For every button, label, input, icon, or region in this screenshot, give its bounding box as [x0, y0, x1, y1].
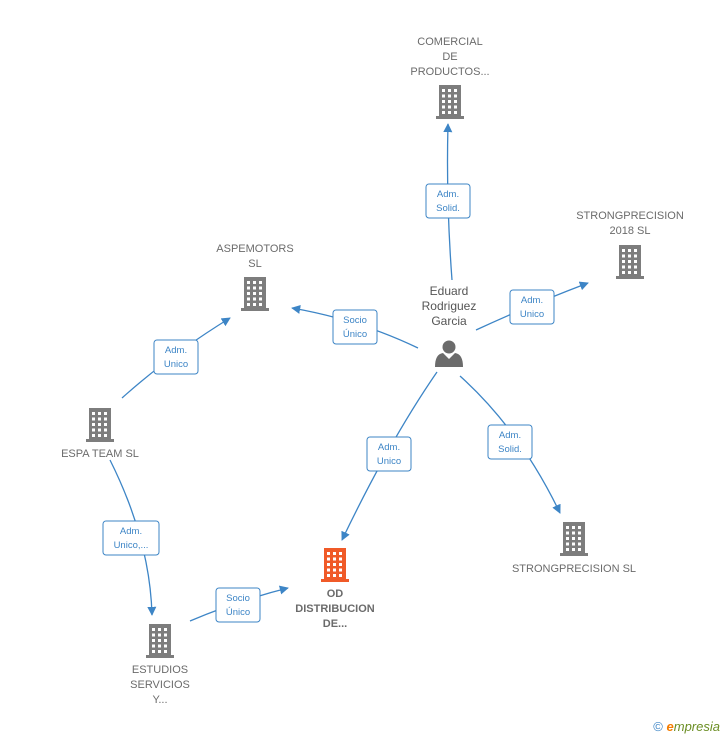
- node-label: ESPA TEAM SL: [61, 448, 139, 460]
- edge-label-box: [102, 520, 160, 556]
- node-label: Y...: [152, 694, 167, 706]
- edge-label-text: Unico,...: [114, 540, 149, 551]
- node-espa[interactable]: ESPA TEAM SL: [61, 408, 139, 460]
- node-label: Rodriguez: [422, 299, 477, 313]
- building-icon: [616, 245, 644, 279]
- edge-label-text: Socio: [226, 593, 250, 604]
- edge-label-e1[interactable]: Adm. Solid.: [425, 183, 471, 219]
- edge-label-text: Único: [343, 329, 367, 340]
- edge-label-e6[interactable]: Adm. Unico: [366, 436, 412, 472]
- node-od[interactable]: OD DISTRIBUCION DE...: [295, 548, 375, 630]
- person-icon: [435, 340, 463, 367]
- edge-label-text: Único: [226, 607, 250, 618]
- footer-brand: © empresia: [653, 719, 720, 734]
- edge-label-e5[interactable]: Adm. Solid.: [487, 424, 533, 460]
- node-label: SL: [248, 258, 261, 270]
- edge-label-text: Adm.: [437, 189, 459, 200]
- edge-label-text: Socio: [343, 315, 367, 326]
- building-icon: [241, 277, 269, 311]
- edge-label-text: Unico: [520, 309, 544, 320]
- edge-label-text: Adm.: [120, 526, 142, 537]
- edge-label-e7[interactable]: Adm. Unico,...: [102, 520, 160, 556]
- copyright-icon: ©: [653, 719, 663, 734]
- node-strong2018[interactable]: STRONGPRECISION 2018 SL: [576, 210, 684, 279]
- brand-logo: empresia: [666, 719, 720, 734]
- edge-label-box: [153, 339, 199, 375]
- building-icon: [86, 408, 114, 442]
- building-icon: [560, 522, 588, 556]
- edge-label-e4[interactable]: Adm. Unico: [153, 339, 199, 375]
- node-label: 2018 SL: [610, 225, 651, 237]
- node-label: ESTUDIOS: [132, 664, 188, 676]
- node-label: STRONGPRECISION: [576, 210, 684, 222]
- node-label: OD: [327, 588, 344, 600]
- node-aspemotors[interactable]: ASPEMOTORS SL: [216, 243, 294, 311]
- edge-label-text: Adm.: [165, 345, 187, 356]
- node-comercial[interactable]: COMERCIAL DE PRODUCTOS...: [410, 36, 490, 119]
- node-label: DE: [442, 51, 457, 63]
- node-estudios[interactable]: ESTUDIOS SERVICIOS Y...: [130, 624, 190, 706]
- edge-label-box: [366, 436, 412, 472]
- edge-label-text: Unico: [164, 359, 188, 370]
- node-label: DE...: [323, 618, 347, 630]
- edge-label-e2[interactable]: Adm. Unico: [509, 289, 555, 325]
- node-label: DISTRIBUCION: [295, 603, 375, 615]
- node-label: Eduard: [430, 284, 469, 298]
- edge-label-text: Solid.: [498, 444, 522, 455]
- edge-label-text: Adm.: [499, 430, 521, 441]
- building-icon: [146, 624, 174, 658]
- node-label: PRODUCTOS...: [410, 66, 489, 78]
- node-label: Garcia: [431, 314, 467, 328]
- edge-label-box: [487, 424, 533, 460]
- edge-label-box: [215, 587, 261, 623]
- edge-label-text: Solid.: [436, 203, 460, 214]
- edge-label-box: [332, 309, 378, 345]
- node-label: SERVICIOS: [130, 679, 190, 691]
- edge-label-box: [425, 183, 471, 219]
- building-icon: [436, 85, 464, 119]
- node-label: COMERCIAL: [417, 36, 482, 48]
- node-label: STRONGPRECISION SL: [512, 563, 636, 575]
- edge-label-text: Adm.: [521, 295, 543, 306]
- node-strongsl[interactable]: STRONGPRECISION SL: [512, 522, 636, 575]
- edge-label-text: Unico: [377, 456, 401, 467]
- edge-label-text: Adm.: [378, 442, 400, 453]
- node-label: ASPEMOTORS: [216, 243, 293, 255]
- edge-label-box: [509, 289, 555, 325]
- focus-building-icon: [321, 548, 349, 582]
